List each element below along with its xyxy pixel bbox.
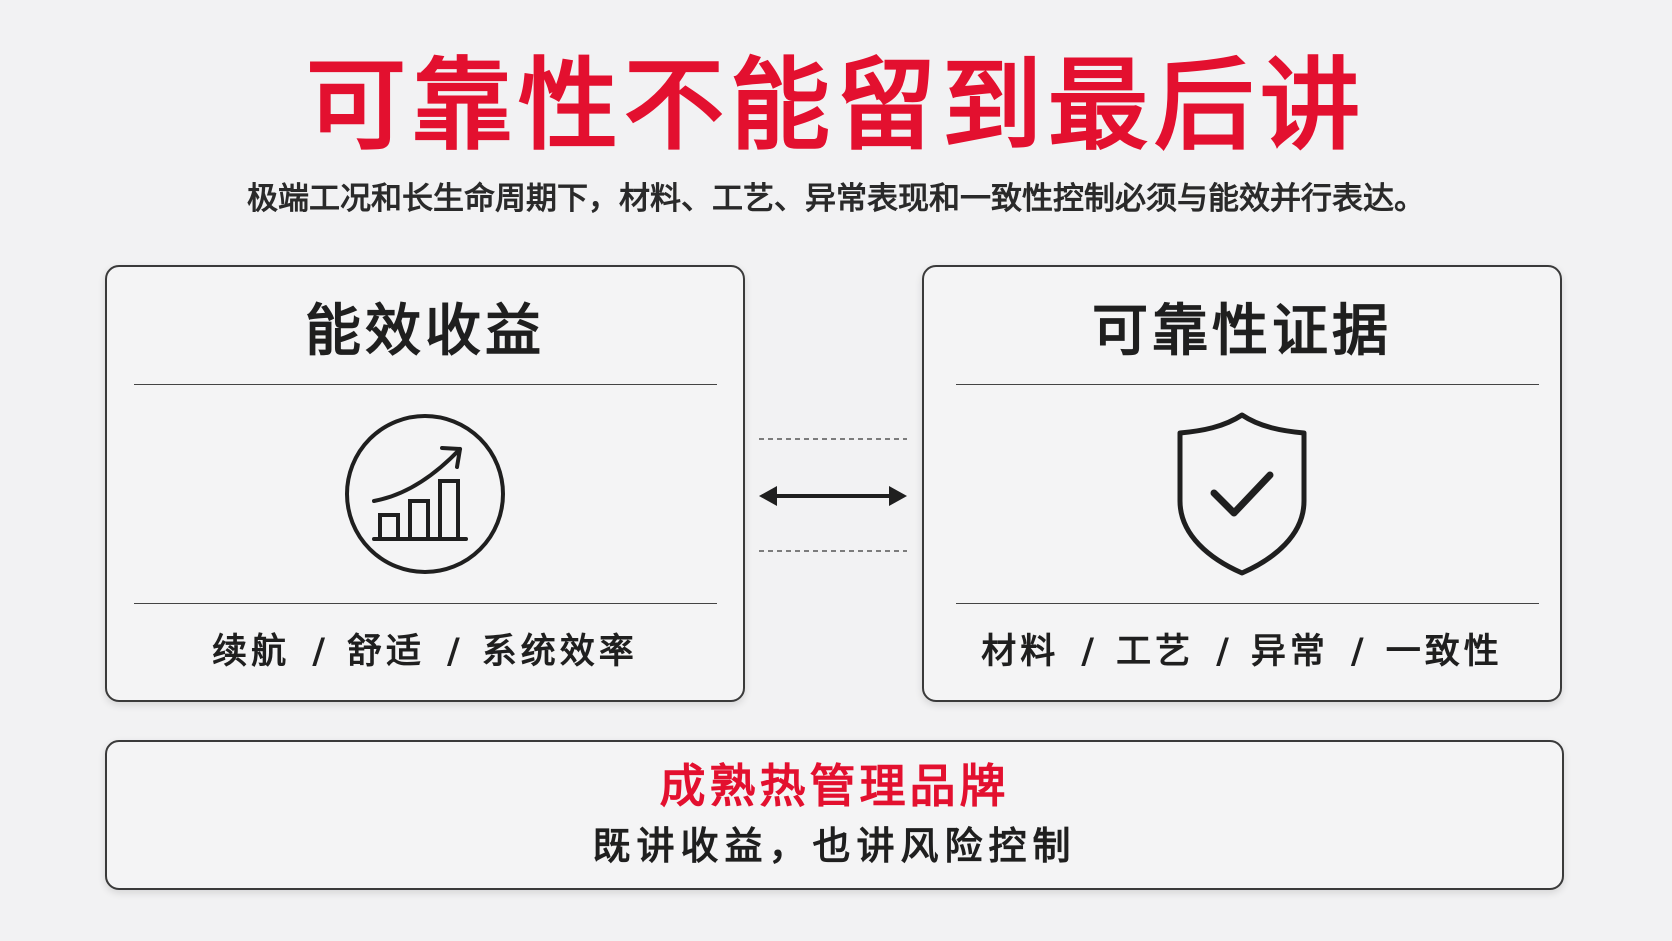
caption-item: 异常 — [1250, 632, 1329, 672]
caption-separator: / — [447, 632, 460, 672]
shield-check-icon — [924, 409, 1560, 579]
caption-separator: / — [1216, 632, 1229, 672]
banner-subtitle: 既讲收益，也讲风险控制 — [592, 824, 1077, 868]
reliability-evidence-panel: 可靠性证据 材料 / 工艺 / 异常 / 一致性 — [922, 265, 1562, 702]
efficiency-benefits-caption: 续航 / 舒适 / 系统效率 — [107, 627, 743, 677]
caption-separator: / — [312, 632, 325, 672]
efficiency-benefits-panel: 能效收益 续航 / 舒适 / 系统效率 — [105, 265, 745, 702]
caption-item: 续航 — [212, 632, 291, 672]
panel-divider-top — [134, 384, 717, 385]
reliability-evidence-caption: 材料 / 工艺 / 异常 / 一致性 — [924, 627, 1560, 677]
caption-item: 一致性 — [1385, 632, 1503, 672]
panel-divider-top — [956, 384, 1539, 385]
caption-item: 材料 — [981, 632, 1060, 672]
panel-divider-bottom — [956, 603, 1539, 604]
banner-title: 成熟热管理品牌 — [659, 759, 1010, 813]
growth-chart-icon — [107, 409, 743, 579]
caption-item: 工艺 — [1116, 632, 1195, 672]
caption-separator: / — [1081, 632, 1095, 672]
efficiency-benefits-title: 能效收益 — [305, 299, 545, 364]
caption-item: 系统效率 — [481, 632, 638, 672]
panel-divider-bottom — [134, 603, 717, 604]
conclusion-banner: 成熟热管理品牌 既讲收益，也讲风险控制 — [105, 740, 1564, 890]
reliability-evidence-title: 可靠性证据 — [1092, 299, 1392, 364]
double-arrow-icon — [757, 430, 909, 560]
caption-separator: / — [1350, 632, 1364, 672]
page-subtitle: 极端工况和长生命周期下，材料、工艺、异常表现和一致性控制必须与能效并行表达。 — [247, 181, 1425, 217]
page-title: 可靠性不能留到最后讲 — [306, 47, 1366, 164]
caption-item: 舒适 — [346, 632, 425, 672]
